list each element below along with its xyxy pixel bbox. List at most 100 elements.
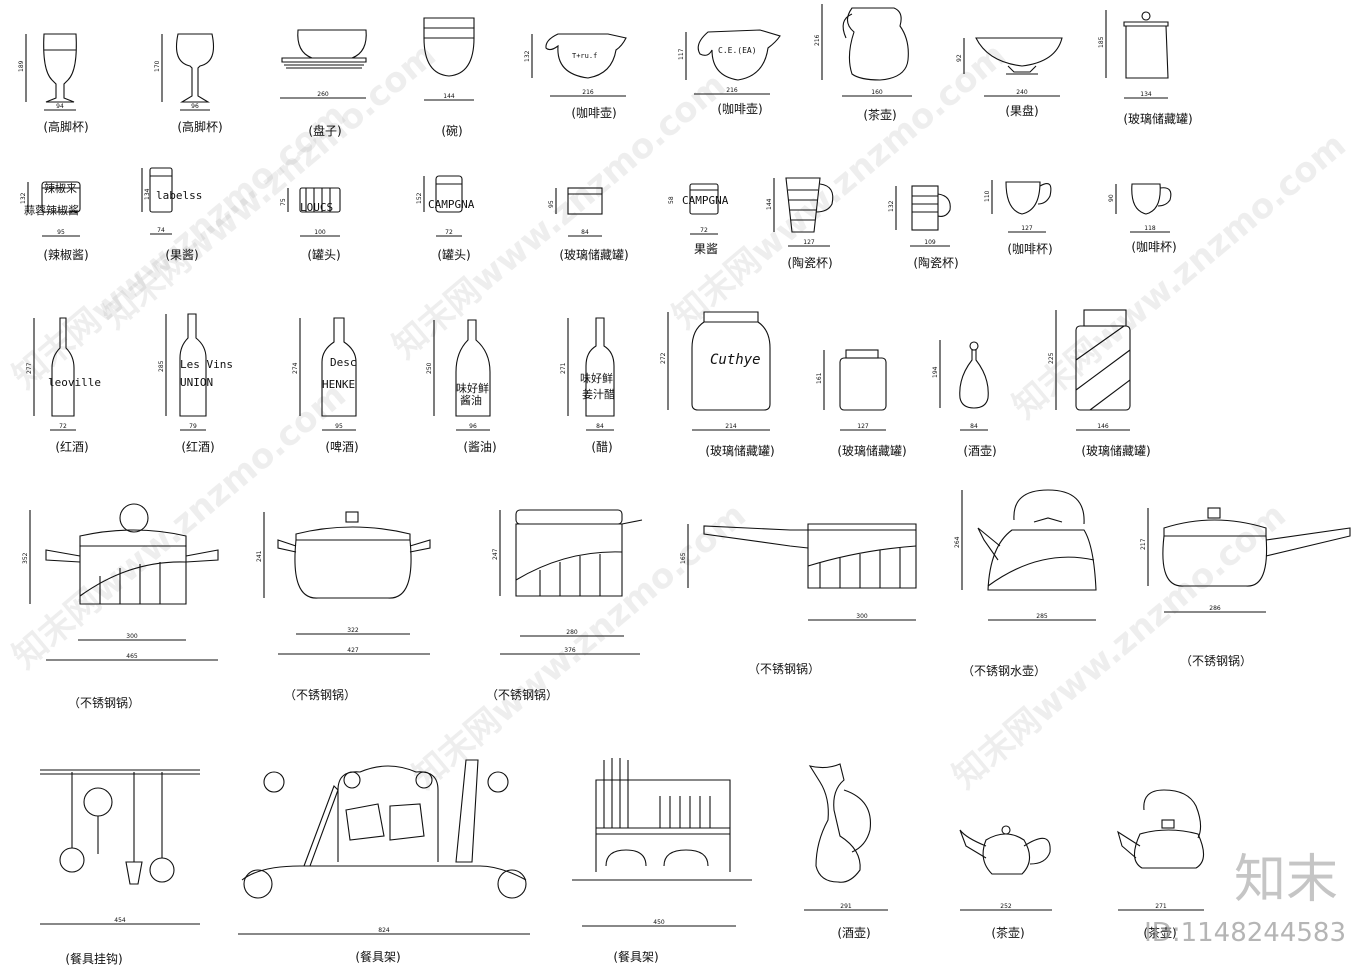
- coffee-pot-label: T+ru.f: [572, 52, 598, 60]
- can-1-drawing: [287, 187, 341, 237]
- wine-label: Les Vins: [180, 358, 233, 371]
- caption-vinegar: (醋): [591, 440, 613, 454]
- caption-dish-rack: (餐具架): [613, 950, 659, 964]
- dimension-label: 189: [18, 60, 25, 72]
- dimension-label: 250: [426, 362, 433, 374]
- caption-jug: (酒壶): [837, 926, 871, 940]
- caption-coffee-pot: (咖啡壶): [571, 106, 617, 120]
- wine-label: leoville: [48, 376, 101, 389]
- soy-label: 味好鲜: [456, 382, 489, 395]
- dimension-label: 225: [1048, 352, 1055, 364]
- dimension-label: 144: [443, 93, 455, 100]
- dimension-label: 240: [1016, 89, 1028, 96]
- coffee-cup-2-drawing: [1115, 183, 1172, 233]
- beer-label: HENKE: [322, 378, 356, 391]
- caption-can: (罐头): [307, 248, 341, 262]
- brand-logo: 知末: [1233, 850, 1338, 910]
- wine-bottle-1-drawing: [33, 317, 76, 431]
- caption-kettle: （不锈钢水壶）: [961, 664, 1047, 678]
- dimension-label: 132: [20, 192, 27, 204]
- dimension-label: 134: [144, 188, 151, 200]
- caption-glass-jar: (玻璃储藏罐): [1123, 112, 1193, 126]
- dimension-label: 90: [1108, 194, 1115, 202]
- bowl-drawing: [423, 17, 475, 101]
- caption-mug: (陶瓷杯): [913, 256, 959, 270]
- dimension-label: 427: [347, 647, 359, 654]
- dimension-label: 300: [856, 613, 868, 620]
- tall-teapot-drawing: [821, 4, 912, 97]
- caption-bowl: (碗): [441, 124, 463, 138]
- glass-jar-4-drawing: [823, 349, 887, 431]
- caption-chili: (辣椒酱): [43, 248, 89, 262]
- dimension-label: 72: [700, 227, 708, 234]
- caption-wine: (红酒): [55, 440, 89, 454]
- caption-pot: （不锈钢锅）: [1179, 654, 1253, 668]
- caption-pot: （不锈钢锅）: [67, 696, 141, 710]
- jam-label: CAMPGNA: [682, 194, 729, 207]
- dimension-label: 152: [416, 192, 423, 204]
- glass-jar-3-drawing: [667, 311, 771, 431]
- wine-label: UNION: [180, 376, 214, 389]
- dimension-label: 84: [596, 423, 604, 430]
- dimension-label: 134: [1140, 91, 1152, 98]
- sauce-pot-drawing: [1147, 507, 1351, 613]
- stock-pot-2-drawing: [263, 511, 431, 655]
- coffee-pot-label: C.E.(EA): [718, 46, 757, 55]
- dimension-label: 450: [653, 919, 665, 926]
- caption-goblet: (高脚杯): [43, 120, 89, 134]
- dimension-label: 217: [1140, 538, 1147, 550]
- caption-hooks: (餐具挂钩): [65, 952, 123, 966]
- dimension-label: 170: [154, 60, 161, 72]
- vinegar-bottle-drawing: [567, 317, 615, 431]
- caption-beer: (啤酒): [325, 440, 359, 454]
- kettle-drawing: [961, 489, 1097, 621]
- caption-wine: (红酒): [181, 440, 215, 454]
- mug-1-drawing: [773, 177, 834, 247]
- dimension-label: 376: [564, 647, 576, 654]
- dimension-label: 280: [566, 629, 578, 636]
- dish-rack-1-drawing: [238, 759, 530, 935]
- dimension-label: 72: [445, 229, 453, 236]
- dimension-label: 272: [660, 352, 667, 364]
- dimension-label: 285: [1036, 613, 1048, 620]
- dimension-label: 118: [1144, 225, 1156, 232]
- jug-drawing: [804, 763, 888, 911]
- dimension-label: 194: [932, 366, 939, 378]
- dimension-label: 322: [347, 627, 359, 634]
- dimension-label: 277: [26, 362, 33, 374]
- dimension-label: 74: [157, 227, 165, 234]
- dimension-label: 132: [524, 50, 531, 62]
- image-id: ID:1148244583: [1144, 918, 1346, 948]
- dimension-label: 454: [114, 917, 126, 924]
- dimension-label: 824: [378, 927, 390, 934]
- caption-glass-jar: (玻璃储藏罐): [837, 444, 907, 458]
- dimension-label: 216: [582, 89, 594, 96]
- soy-label: 酱油: [460, 394, 482, 407]
- caption-coffee-cup: (咖啡杯): [1131, 240, 1177, 254]
- jam-jar-2-drawing: [689, 183, 719, 235]
- dimension-label: 100: [314, 229, 326, 236]
- caption-dish-rack: (餐具架): [355, 950, 401, 964]
- dimension-label: 96: [469, 423, 477, 430]
- dimension-label: 260: [317, 91, 329, 98]
- caption-fruit-bowl: (果盘): [1005, 104, 1039, 118]
- dimension-label: 216: [814, 34, 821, 46]
- stock-pot-3-drawing: [499, 509, 643, 655]
- dimension-label: 264: [954, 536, 961, 548]
- wine-bottle-2-drawing: [165, 313, 207, 431]
- coffee-pot-2-drawing: [685, 29, 781, 95]
- dimension-label: 127: [1021, 225, 1033, 232]
- dimension-label: 291: [840, 903, 852, 910]
- beer-label: Desc: [330, 356, 357, 369]
- can-2-drawing: [423, 175, 463, 237]
- caption-jam: (果酱): [165, 248, 199, 262]
- beer-bottle-drawing: [299, 317, 357, 431]
- dimension-label: 286: [1209, 605, 1221, 612]
- fruit-bowl-drawing: [963, 37, 1063, 97]
- chili-jar-drawing: [27, 181, 81, 237]
- can-label: CAMPGNA: [428, 198, 475, 211]
- dimension-label: 75: [280, 198, 287, 206]
- mug-2-drawing: [895, 185, 951, 247]
- caption-decanter: (酒壶): [963, 444, 997, 458]
